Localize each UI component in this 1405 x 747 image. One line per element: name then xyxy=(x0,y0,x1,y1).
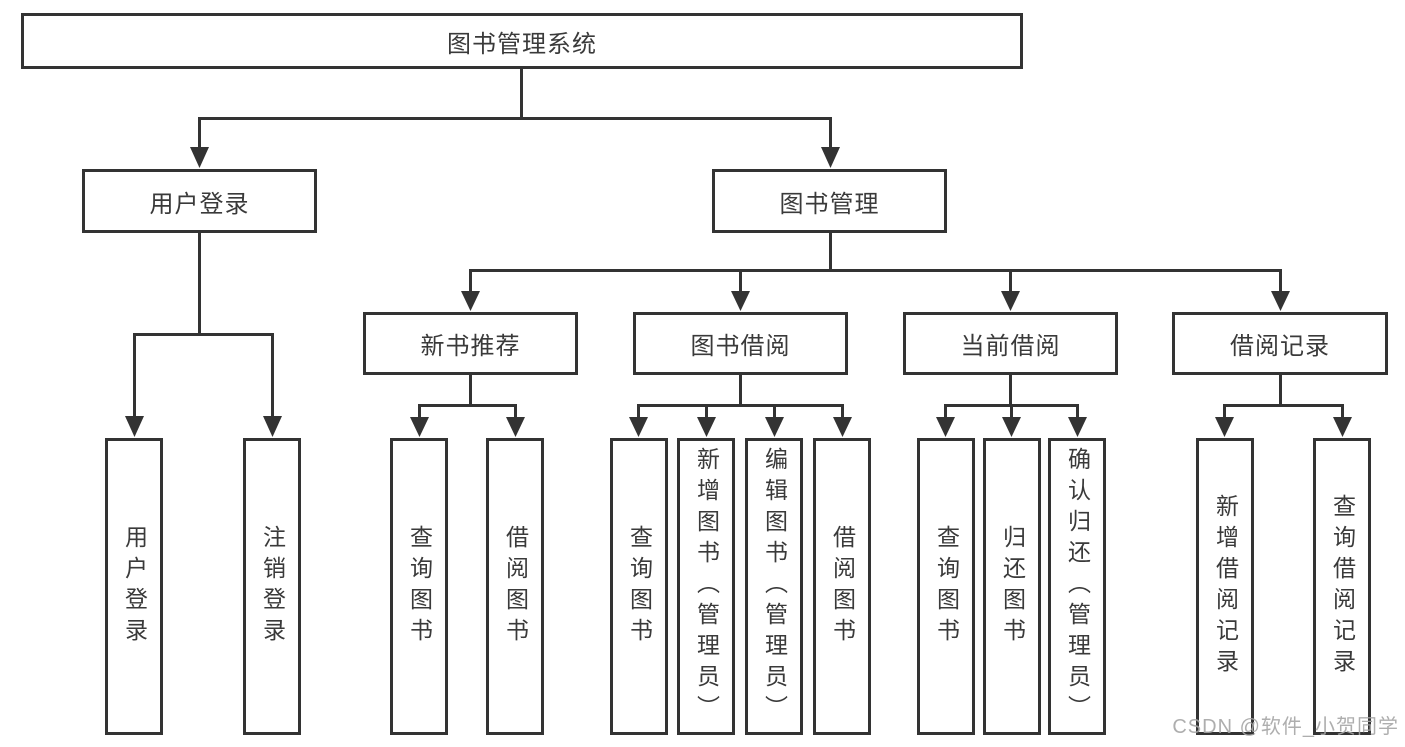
arrow-down-icon xyxy=(1271,291,1290,311)
node-label: 图书管理 xyxy=(779,190,880,218)
node-current-borrow: 当前借阅 xyxy=(903,312,1118,375)
node-label: 查询图书 xyxy=(626,524,653,649)
node-label: 图书借阅 xyxy=(690,333,791,360)
arrow-down-icon xyxy=(461,291,480,311)
node-label: 归还图书 xyxy=(999,524,1026,649)
node-label: 编辑图书（管理员） xyxy=(761,447,788,726)
arrow-down-icon xyxy=(1215,417,1234,437)
arrow-down-icon xyxy=(833,417,852,437)
node-leaf-user-login: 用户登录 xyxy=(105,438,163,735)
node-label: 借阅记录 xyxy=(1230,333,1330,360)
node-user-login: 用户登录 xyxy=(82,169,317,233)
csdn-watermark: CSDN @软件_小贺同学 xyxy=(1172,716,1399,738)
node-book-borrow: 图书借阅 xyxy=(633,312,848,375)
node-label: 新书推荐 xyxy=(420,333,521,360)
node-leaf-edit-book-admin: 编辑图书（管理员） xyxy=(745,438,803,735)
node-leaf-query-books-1: 查询图书 xyxy=(390,438,448,735)
node-leaf-borrow-books-2: 借阅图书 xyxy=(813,438,871,735)
node-leaf-query-books-3: 查询图书 xyxy=(917,438,975,735)
arrow-down-icon xyxy=(629,417,648,437)
connector-book-borrow-to-leaves xyxy=(629,375,852,437)
connector-book-management-to-level3 xyxy=(461,233,1290,311)
node-book-management: 图书管理 xyxy=(712,169,947,233)
connector-user-login-to-leaves xyxy=(125,233,282,437)
node-label: 查询借阅记录 xyxy=(1329,493,1356,680)
arrow-down-icon xyxy=(821,147,840,168)
arrow-down-icon xyxy=(1001,291,1020,311)
node-label: 借阅图书 xyxy=(502,524,529,649)
node-leaf-query-borrow-record: 查询借阅记录 xyxy=(1313,438,1371,735)
node-new-book-recommend: 新书推荐 xyxy=(363,312,578,375)
node-leaf-logout: 注销登录 xyxy=(243,438,301,735)
node-label: 图书管理系统 xyxy=(447,30,597,58)
node-label: 注销登录 xyxy=(259,524,286,649)
arrow-down-icon xyxy=(263,416,282,437)
node-label: 当前借阅 xyxy=(960,333,1061,360)
connector-root-to-level2 xyxy=(190,69,840,168)
connector-current-borrow-to-leaves xyxy=(936,375,1087,437)
node-leaf-query-books-2: 查询图书 xyxy=(610,438,668,735)
node-label: 确认归还（管理员） xyxy=(1064,447,1091,726)
node-leaf-add-borrow-record: 新增借阅记录 xyxy=(1196,438,1254,735)
arrow-down-icon xyxy=(190,147,209,168)
arrow-down-icon xyxy=(125,416,144,437)
node-label: 用户登录 xyxy=(121,524,148,649)
node-leaf-add-book-admin: 新增图书（管理员） xyxy=(677,438,735,735)
arrow-down-icon xyxy=(506,417,525,437)
arrow-down-icon xyxy=(697,417,716,437)
arrow-down-icon xyxy=(1068,417,1087,437)
node-label: 查询图书 xyxy=(933,524,960,649)
arrow-down-icon xyxy=(1333,417,1352,437)
node-label: 新增图书（管理员） xyxy=(693,447,720,726)
connector-new-book-recommend-to-leaves xyxy=(410,375,525,437)
node-leaf-borrow-books-1: 借阅图书 xyxy=(486,438,544,735)
node-leaf-confirm-return-admin: 确认归还（管理员） xyxy=(1048,438,1106,735)
node-leaf-return-book: 归还图书 xyxy=(983,438,1041,735)
node-root: 图书管理系统 xyxy=(21,13,1023,69)
arrow-down-icon xyxy=(410,417,429,437)
arrow-down-icon xyxy=(1002,417,1021,437)
connector-borrow-records-to-leaves xyxy=(1215,375,1352,437)
node-label: 查询图书 xyxy=(406,524,433,649)
node-label: 用户登录 xyxy=(149,190,250,218)
node-label: 新增借阅记录 xyxy=(1212,493,1239,680)
arrow-down-icon xyxy=(936,417,955,437)
node-borrow-records: 借阅记录 xyxy=(1172,312,1388,375)
node-label: 借阅图书 xyxy=(829,524,856,649)
arrow-down-icon xyxy=(765,417,784,437)
arrow-down-icon xyxy=(731,291,750,311)
